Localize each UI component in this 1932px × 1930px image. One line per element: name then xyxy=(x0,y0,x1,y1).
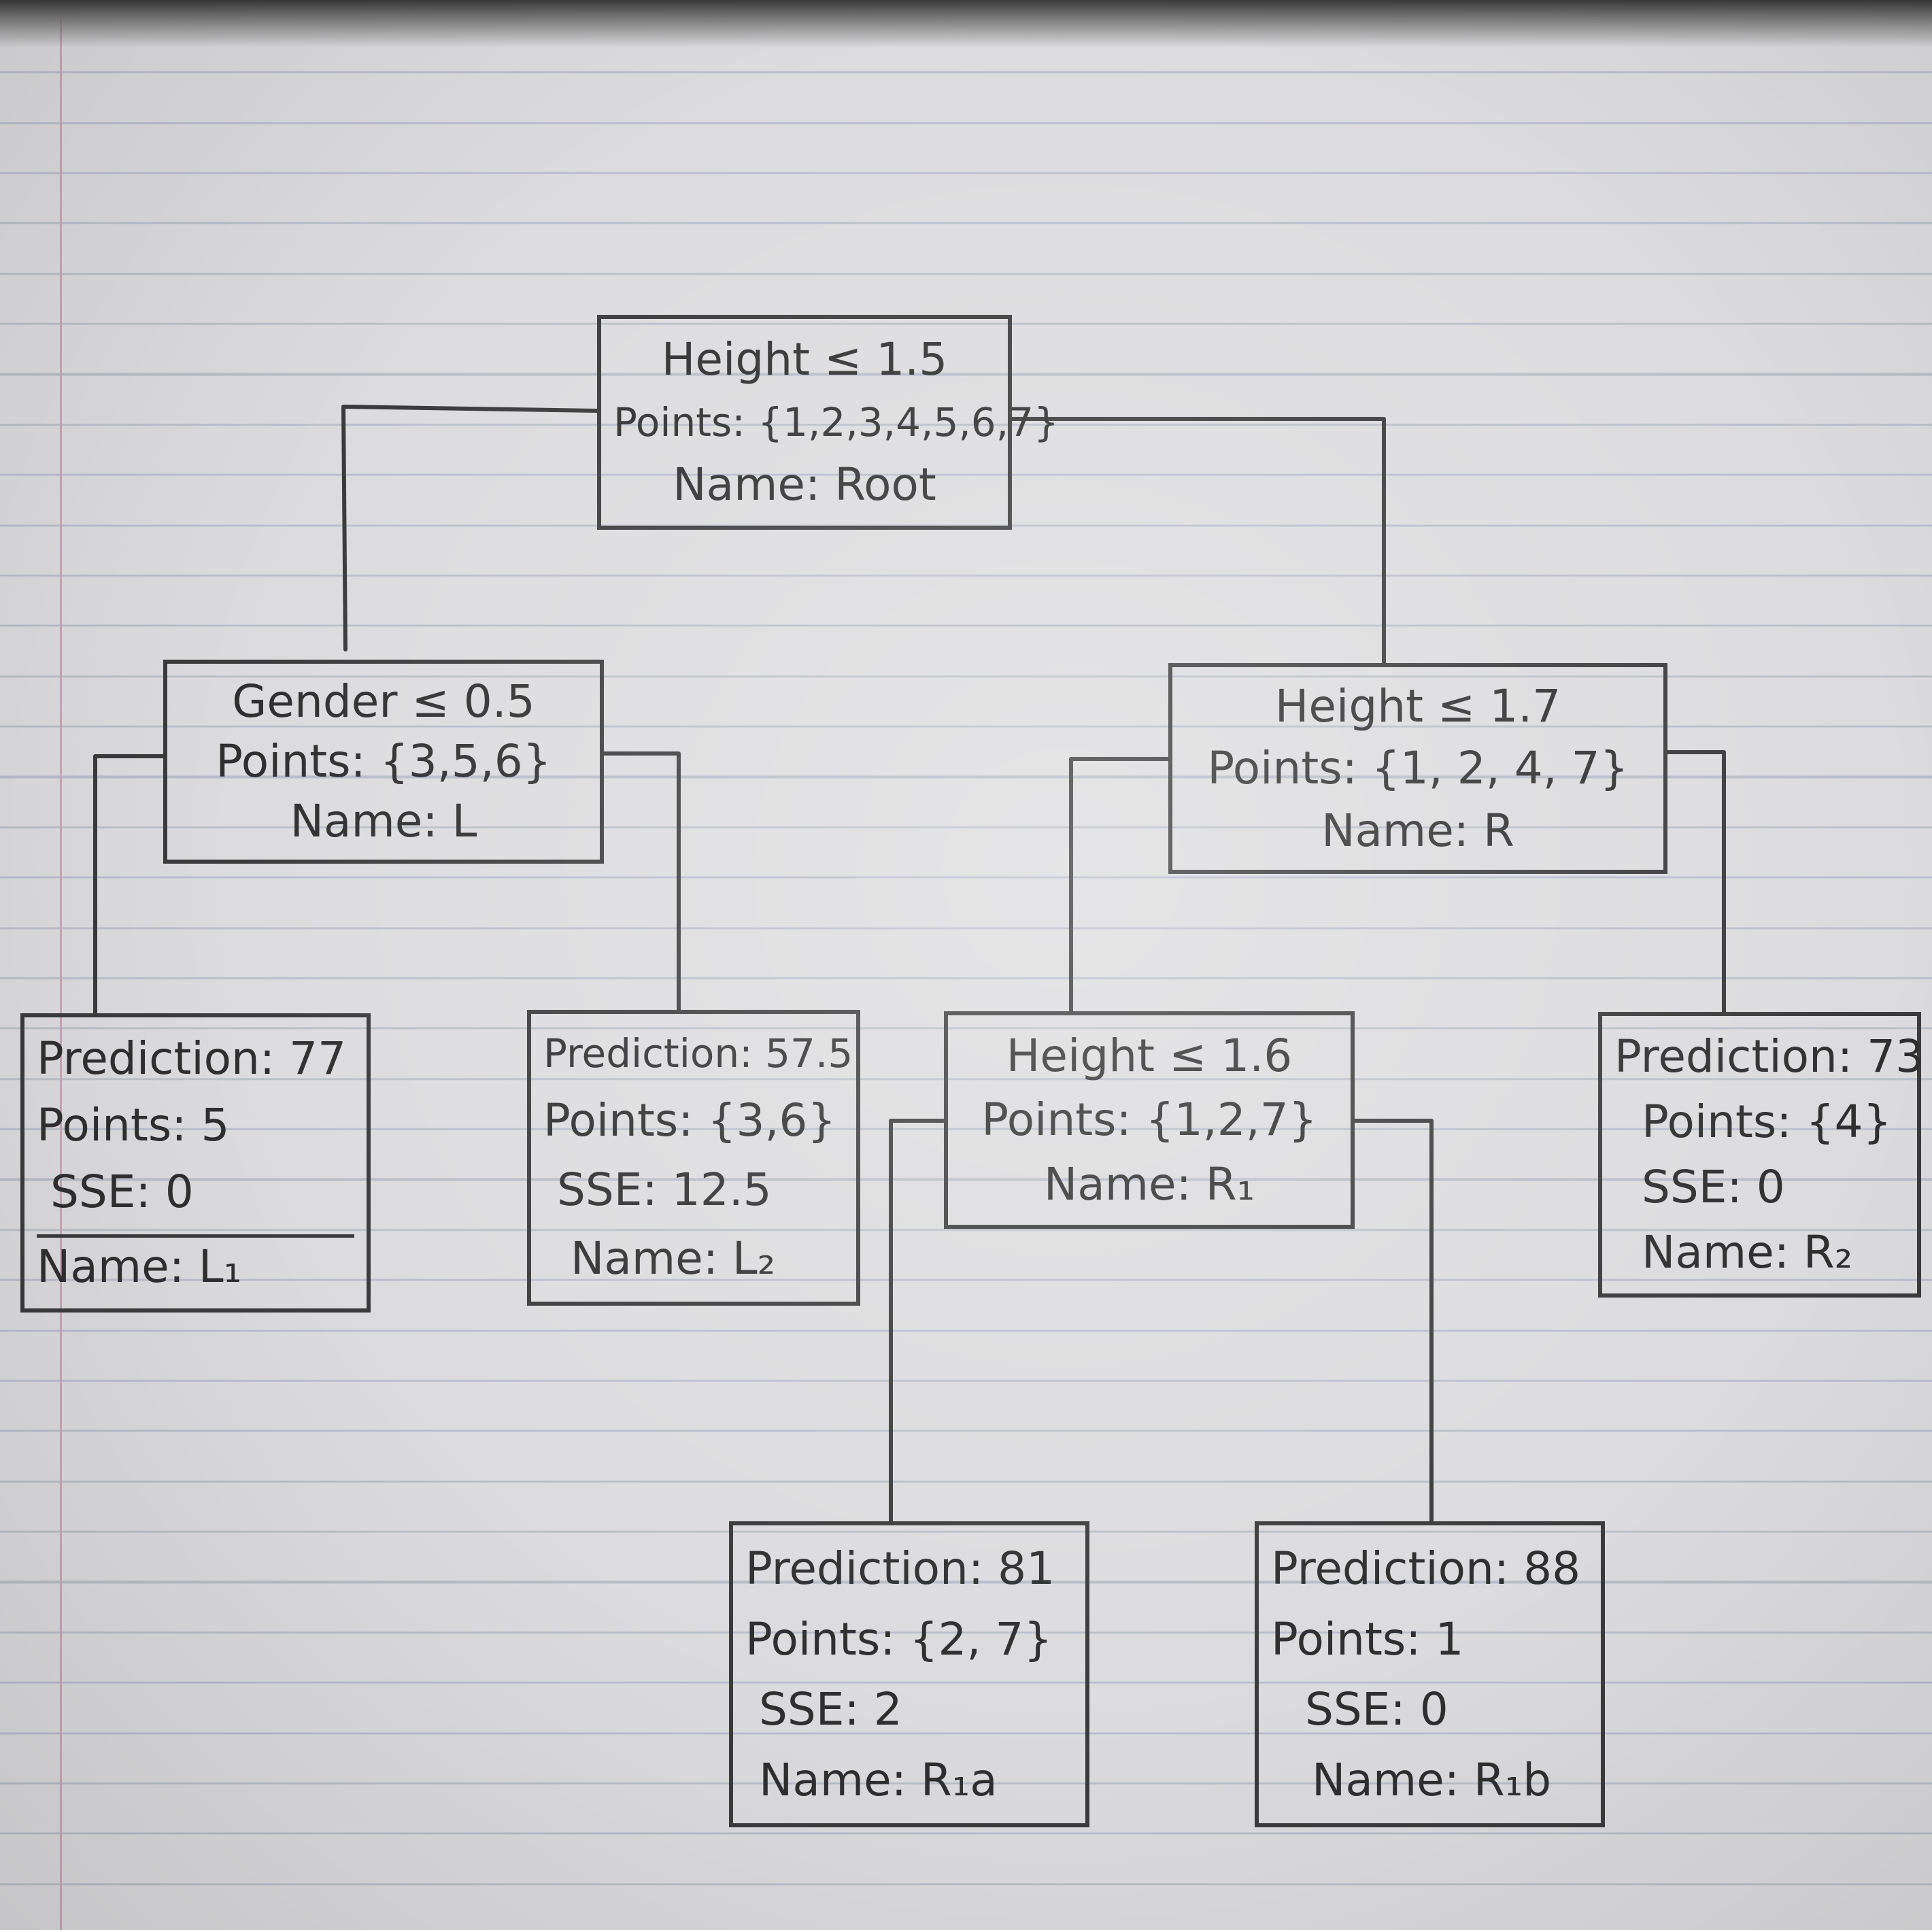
node-l-name: Name: L xyxy=(290,795,477,848)
node-l2: Prediction: 57.5 Points: {3,6} SSE: 12.5… xyxy=(527,1010,860,1306)
edge-r-r2 xyxy=(1665,750,1726,1014)
node-l-points: Points: {3,5,6} xyxy=(216,735,552,788)
node-r1a-prediction: Prediction: 81 xyxy=(745,1542,1055,1595)
photo-edge xyxy=(0,0,1932,48)
node-l-split: Gender ≤ 0.5 xyxy=(232,675,535,728)
node-r1-split: Height ≤ 1.6 xyxy=(1006,1029,1293,1082)
node-l2-prediction: Prediction: 57.5 xyxy=(543,1030,853,1077)
node-root-name: Name: Root xyxy=(673,458,936,511)
node-l1-prediction: Prediction: 77 xyxy=(37,1032,347,1085)
node-r2-name: Name: R₂ xyxy=(1642,1226,1853,1279)
node-r-points: Points: {1, 2, 4, 7} xyxy=(1207,742,1629,795)
node-r1a: Prediction: 81 Points: {2, 7} SSE: 2 Nam… xyxy=(729,1521,1089,1827)
node-r1b: Prediction: 88 Points: 1 SSE: 0 Name: R₁… xyxy=(1255,1521,1605,1827)
node-r2: Prediction: 73 Points: {4} SSE: 0 Name: … xyxy=(1598,1012,1925,1298)
edge-l-l2 xyxy=(602,751,681,1012)
node-r1b-prediction: Prediction: 88 xyxy=(1271,1542,1581,1595)
node-r1: Height ≤ 1.6 Points: {1,2,7} Name: R₁ xyxy=(944,1011,1355,1229)
node-r1a-sse: SSE: 2 xyxy=(759,1683,902,1736)
node-r1b-sse: SSE: 0 xyxy=(1305,1683,1448,1736)
node-r1a-name: Name: R₁a xyxy=(759,1753,998,1806)
node-r2-points: Points: {4} xyxy=(1642,1096,1892,1149)
node-l1: Prediction: 77 Points: 5 SSE: 0 Name: L₁ xyxy=(20,1013,371,1313)
node-l1-name: Name: L₁ xyxy=(37,1234,354,1291)
node-r: Height ≤ 1.7 Points: {1, 2, 4, 7} Name: … xyxy=(1168,663,1667,874)
node-l1-points: Points: 5 xyxy=(37,1098,230,1151)
node-r1-points: Points: {1,2,7} xyxy=(981,1094,1317,1147)
edge-r-r1 xyxy=(1069,757,1170,1013)
node-root-split: Height ≤ 1.5 xyxy=(661,333,948,386)
node-r2-sse: SSE: 0 xyxy=(1642,1161,1785,1214)
edge-root-l xyxy=(341,405,599,651)
node-l1-sse: SSE: 0 xyxy=(50,1165,194,1218)
node-r1b-points: Points: 1 xyxy=(1271,1612,1464,1665)
node-r-name: Name: R xyxy=(1321,804,1514,857)
node-root-points: Points: {1,2,3,4,5,6,7} xyxy=(613,399,1059,445)
node-l: Gender ≤ 0.5 Points: {3,5,6} Name: L xyxy=(163,660,604,864)
edge-r1-r1b xyxy=(1353,1119,1434,1523)
node-r1a-points: Points: {2, 7} xyxy=(745,1612,1053,1665)
node-r1b-name: Name: R₁b xyxy=(1312,1753,1552,1806)
node-r1-name: Name: R₁ xyxy=(1043,1157,1255,1211)
edge-root-r xyxy=(1010,417,1386,665)
node-l2-name: Name: L₂ xyxy=(571,1232,776,1285)
node-root: Height ≤ 1.5 Points: {1,2,3,4,5,6,7} Nam… xyxy=(597,315,1059,530)
edge-r1-r1a xyxy=(889,1119,946,1523)
node-l2-sse: SSE: 12.5 xyxy=(557,1163,772,1216)
node-l2-points: Points: {3,6} xyxy=(543,1094,836,1147)
node-r-split: Height ≤ 1.7 xyxy=(1274,680,1561,733)
node-r2-prediction: Prediction: 73 xyxy=(1614,1030,1925,1083)
edge-l-l1 xyxy=(93,754,165,1015)
